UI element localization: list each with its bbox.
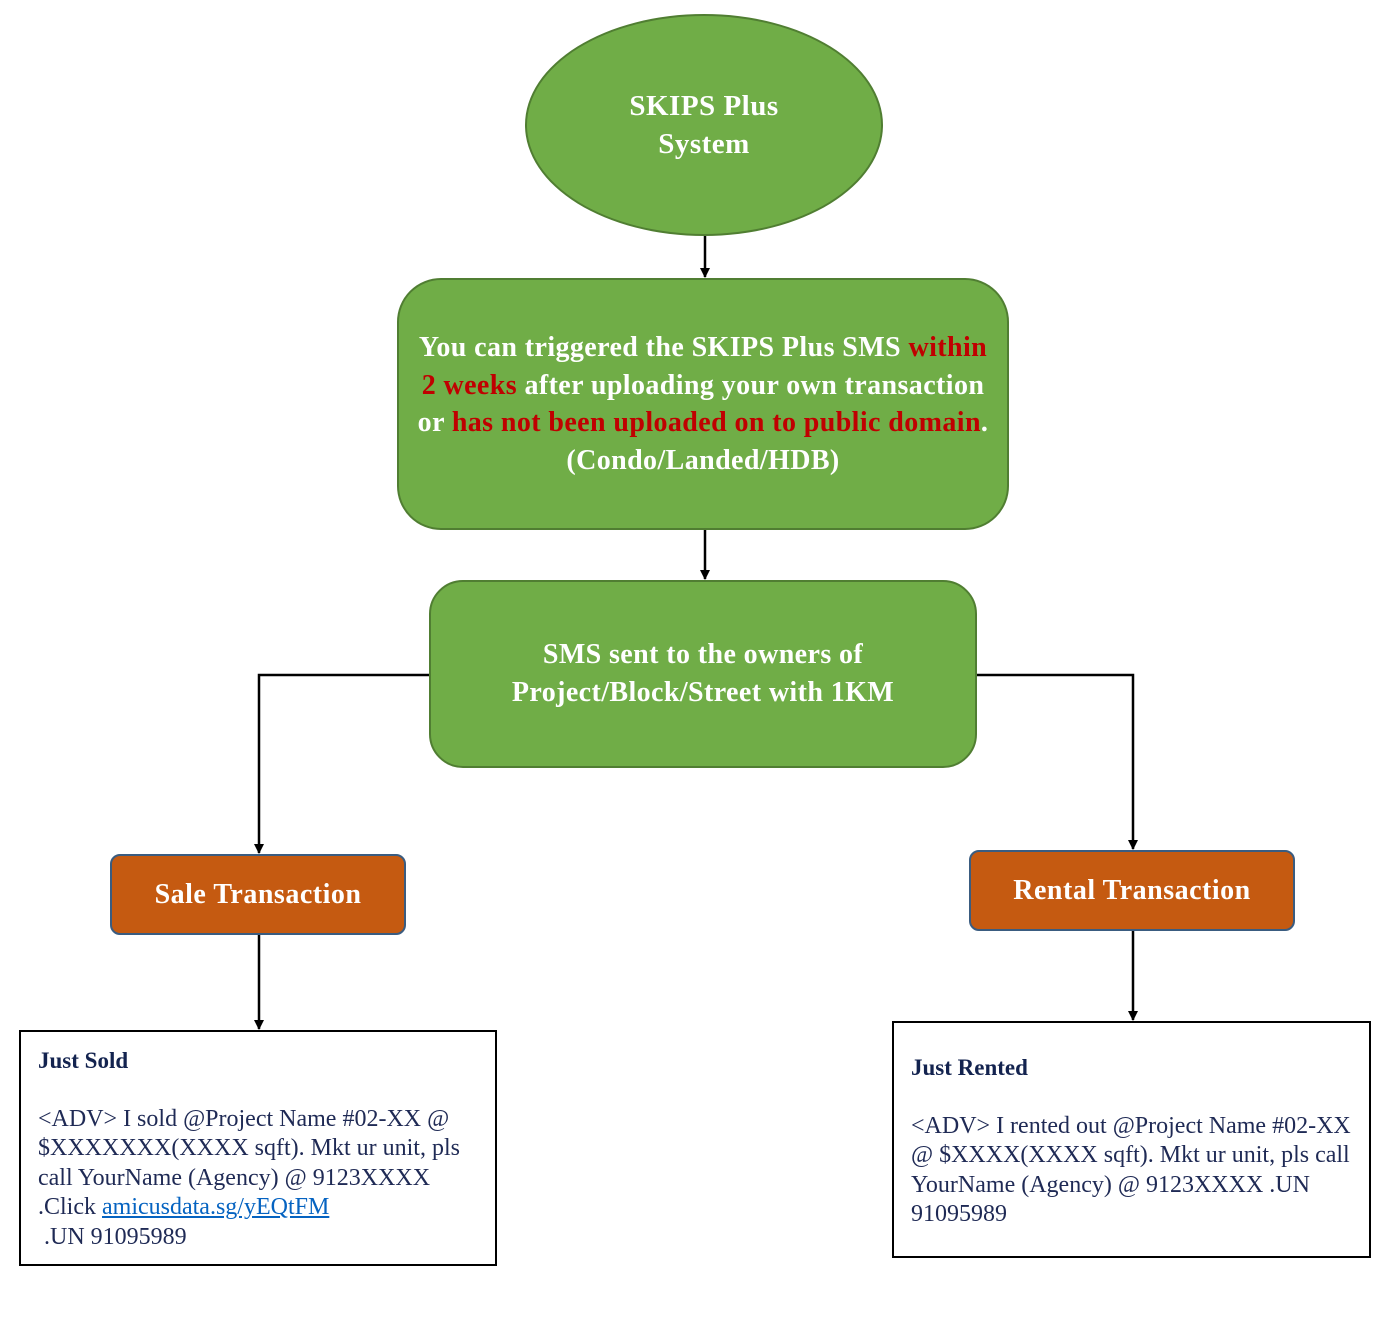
sms-sent-node: SMS sent to the owners of Project/Block/… (429, 580, 977, 768)
just-sold-body: <ADV> I sold @Project Name #02-XX @ $XXX… (38, 1105, 479, 1253)
rental-transaction-node: Rental Transaction (969, 850, 1295, 931)
trigger-text-part3: . (980, 407, 989, 438)
sale-transaction-node: Sale Transaction (110, 854, 406, 935)
just-sold-tail: .UN 91095989 (44, 1223, 187, 1250)
sale-transaction-label: Sale Transaction (154, 878, 362, 910)
trigger-highlight-not-uploaded: has not been uploaded on to public domai… (451, 407, 981, 438)
arrow-sms-to-rental (977, 673, 1138, 850)
trigger-text-part2: after uploading your own transaction or (417, 369, 985, 439)
trigger-property-types: (Condo/Landed/HDB) (566, 444, 840, 476)
just-sold-link[interactable]: amicusdata.sg/yEQtFM (102, 1194, 330, 1220)
start-node-skips-plus-system: SKIPS Plus System (525, 14, 883, 236)
just-rented-body: <ADV> I rented out @Project Name #02-XX … (911, 1112, 1351, 1228)
trigger-condition-node: You can triggered the SKIPS Plus SMS wit… (397, 278, 1009, 530)
trigger-highlight-within-2-weeks: within 2 weeks (421, 332, 988, 401)
sms-node-line1: SMS sent to the owners of (542, 639, 864, 670)
start-node-line1: SKIPS Plus (629, 90, 779, 122)
sms-node-line2: Project/Block/Street with 1KM (511, 677, 895, 708)
just-sold-message-box: Just Sold <ADV> I sold @Project Name #02… (19, 1030, 497, 1266)
arrow-sms-to-sale (254, 673, 429, 854)
rental-transaction-label: Rental Transaction (1013, 874, 1251, 906)
just-rented-message-box: Just Rented <ADV> I rented out @Project … (892, 1021, 1371, 1258)
just-rented-title: Just Rented (911, 1055, 1028, 1080)
just-sold-body-text: <ADV> I sold @Project Name #02-XX @ $XXX… (38, 1105, 460, 1221)
just-sold-title: Just Sold (38, 1048, 129, 1073)
trigger-text-part1: You can triggered the SKIPS Plus SMS (418, 332, 902, 363)
trigger-node-text: You can triggered the SKIPS Plus SMS wit… (417, 329, 989, 442)
start-node-line2: System (658, 128, 750, 160)
